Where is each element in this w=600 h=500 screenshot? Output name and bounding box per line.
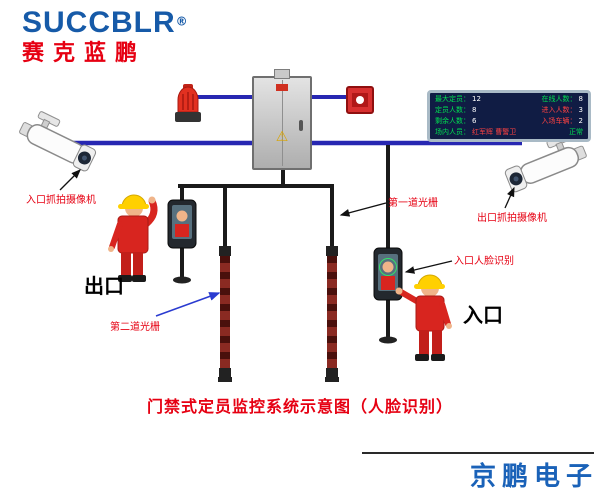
cabinet-door-seam — [282, 80, 283, 166]
emergency-button-icon — [346, 86, 374, 114]
display-value: 12 — [472, 95, 481, 103]
exit-camera-icon — [504, 133, 587, 193]
entrance-camera-arrow — [59, 169, 81, 191]
entrance-face-label: 入口人脸识别 — [454, 256, 514, 267]
entrance-camera-label: 入口抓拍摄像机 — [26, 195, 96, 206]
brand-chinese-name: 赛克蓝鹏 — [22, 40, 147, 66]
exit-camera-label: 出口抓拍摄像机 — [477, 213, 547, 224]
display-label: 定员人数： — [435, 106, 470, 114]
display-status: 正常 — [569, 128, 583, 136]
second-barrier-label: 第二道光栅 — [110, 322, 160, 333]
control-cabinet: ⚠ — [252, 69, 312, 170]
worker-exit — [108, 194, 158, 282]
first-barrier-label: 第一道光栅 — [388, 198, 438, 209]
display-value: 红军辉 曹警卫 — [472, 128, 517, 136]
entrance-face-arrow — [404, 260, 453, 274]
entrance-terminal-base — [379, 336, 397, 344]
entrance-camera-icon — [19, 111, 97, 172]
cabinet-handle — [299, 120, 303, 131]
display-label: 剩余人数： — [435, 117, 470, 125]
registered-mark: ® — [175, 14, 188, 29]
cabinet-top-tag — [274, 69, 290, 79]
display-value: 6 — [472, 117, 477, 125]
diagram-title: 门禁式定员监控系统示意图（人脸识别） — [146, 397, 453, 416]
cabinet-red-sticker — [276, 84, 288, 91]
entrance-face-terminal-icon — [373, 247, 403, 301]
second-barrier-arrow — [155, 292, 221, 317]
display-row: 最大定员：12 在线人数：8 — [435, 96, 583, 103]
display-value: 8 — [472, 106, 477, 114]
warning-icon: ⚠ — [275, 129, 289, 145]
display-label: 最大定员： — [435, 95, 470, 103]
display-value: 2 — [578, 117, 583, 125]
footer-divider — [362, 452, 594, 454]
worker-entrance — [395, 274, 452, 361]
second-light-barrier — [218, 186, 232, 382]
display-label: 在线人数： — [541, 95, 577, 103]
exit-terminal-base — [173, 276, 191, 284]
display-row: 剩余人数：6 入场车辆：2 — [435, 118, 583, 125]
display-value: 3 — [578, 106, 583, 114]
display-label: 入场车辆： — [541, 117, 577, 125]
brand-logo: SUCCBLR® 赛克蓝鹏 — [22, 6, 188, 65]
display-label: 场内人员： — [435, 128, 470, 136]
display-value: 8 — [578, 95, 583, 103]
first-light-barrier — [325, 186, 339, 382]
brand-name: SUCCBLR — [22, 6, 176, 39]
exit-camera-arrow — [504, 186, 515, 209]
display-row: 定员人数：8 进入人数：3 — [435, 107, 583, 114]
exit-text: 出口 — [84, 274, 124, 298]
company-name: 京鹏电子 — [470, 462, 599, 492]
display-label: 进入人数： — [541, 106, 577, 114]
entrance-text: 入口 — [463, 303, 503, 327]
first-barrier-arrow — [339, 202, 387, 217]
display-row: 场内人员：红军辉 曹警卫 正常 — [435, 129, 583, 136]
exit-face-terminal-icon — [167, 199, 197, 249]
alarm-beacon-icon — [175, 84, 201, 122]
